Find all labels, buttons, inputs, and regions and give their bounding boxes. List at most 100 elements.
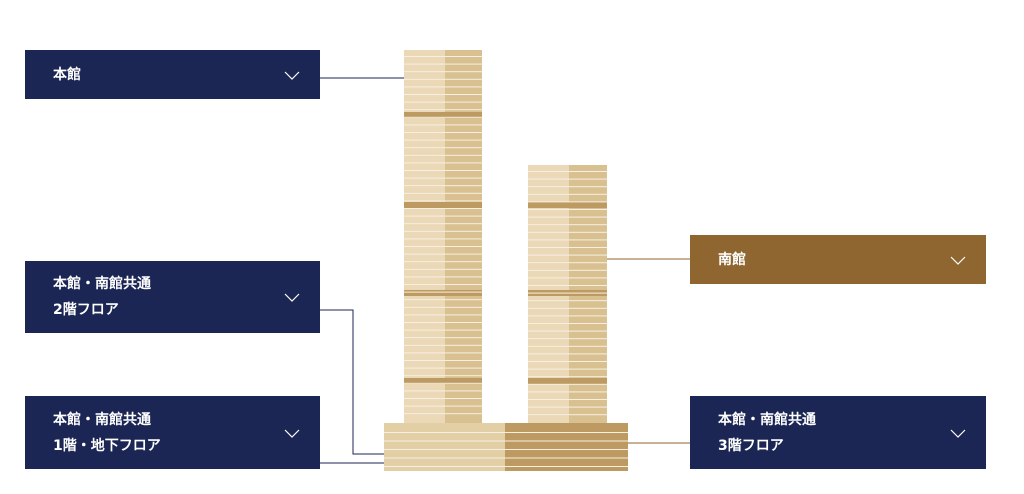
podium-floors [384,432,628,467]
chevron-down-icon [284,429,300,438]
floor-slab [404,329,482,331]
floor-slab [528,383,607,385]
floor-slab [404,147,482,149]
south-tower [528,165,607,425]
south-building-label: 南館 [718,251,746,268]
shared-3f-label-1: 本館・南館共通 [718,411,816,428]
floor-slab [404,215,482,217]
floor-slab [528,391,607,393]
floor-slab [404,291,482,293]
floor-slab [528,224,607,226]
floor-slab [404,352,482,354]
floor-slab [404,405,482,407]
floor-slab [404,276,482,278]
shared-1f-button[interactable]: 本館・南館共通 1階・地下フロア [25,396,320,469]
mechanical-floor-band [404,112,482,118]
floor-slab [528,262,607,264]
chevron-down-icon [950,429,966,438]
podium [384,423,628,471]
shared-3f-button[interactable]: 本館・南館共通 3階フロア [690,396,986,469]
connector-shared-2f [320,309,384,455]
floor-slab [528,247,607,248]
floor-slab [528,186,607,188]
mechanical-floor-band [528,378,607,384]
floor-slab [528,330,607,332]
mechanical-floor-band [404,378,482,384]
floor-slab [404,208,482,209]
floor-slab [404,223,482,225]
floor-slab [528,376,607,378]
floor-slab [404,56,482,57]
floor-slab [404,306,482,308]
floor-slab [528,193,607,195]
floor-slab [404,132,482,133]
shared-3f-label-2: 3階フロア [718,437,784,454]
floor-slab [384,457,628,459]
floor-slab [528,292,607,294]
mechanical-floor-band [404,290,482,296]
floor-slab [404,268,482,270]
floor-slab [528,171,607,172]
floor-slab [528,368,607,370]
main-tower-right [445,50,482,425]
floor-slab [528,254,607,256]
chevron-down-icon [284,293,300,302]
connector-lines [320,77,690,464]
floor-slab [404,246,482,247]
shared-2f-label-1: 本館・南館共通 [53,276,151,292]
floor-slab [528,239,607,241]
floor-slab [404,337,482,339]
floor-slab [404,284,482,285]
floor-slab [528,285,607,286]
shared-2f-button[interactable]: 本館・南館共通 2階フロア [25,261,320,333]
mechanical-floor-band [528,202,607,208]
mechanical-floor-band [404,202,482,208]
floor-slab [404,360,482,361]
south-tower-floors [528,171,607,416]
main-building-button[interactable]: 本館 [25,50,320,99]
floor-slab [404,253,482,255]
chevron-down-icon [284,71,300,80]
shared-1f-label-2: 1階・地下フロア [53,437,161,454]
floor-slab [528,269,607,271]
floor-slab [404,382,482,384]
floor-slab [404,322,482,323]
floor-slab [528,178,607,180]
main-tower-left [404,50,445,425]
floor-slab [404,344,482,346]
floor-slab [404,109,482,111]
floor-slab [528,399,607,400]
floor-slab [404,63,482,65]
floor-slab [528,361,607,362]
floor-slab [528,307,607,309]
floor-slab [404,367,482,369]
floor-slab [404,413,482,415]
floor-slab [404,177,482,179]
floor-slab [404,139,482,141]
floor-slab [528,216,607,218]
floor-slab [404,398,482,399]
floor-slab [528,406,607,408]
floor-slab [404,154,482,156]
shared-1f-label-1: 本館・南館共通 [53,411,151,428]
floor-slab [528,315,607,317]
floor-slab [528,414,607,416]
podium-left [384,423,505,471]
floor-slab [384,432,628,433]
floor-slab [528,231,607,233]
shared-2f-label-2: 2階フロア [53,302,119,318]
floor-slab [404,124,482,126]
main-building-label: 本館 [53,66,81,83]
floor-slab [528,300,607,302]
floor-slab [404,192,482,194]
floor-slab [404,116,482,118]
floor-slab [528,277,607,279]
floor-slab [404,101,482,103]
floor-slab [404,299,482,301]
south-building-button[interactable]: 南館 [690,235,986,284]
floor-slab [528,353,607,355]
chevron-down-icon [950,256,966,265]
floor-slab [404,94,482,95]
floor-slab [404,200,482,202]
